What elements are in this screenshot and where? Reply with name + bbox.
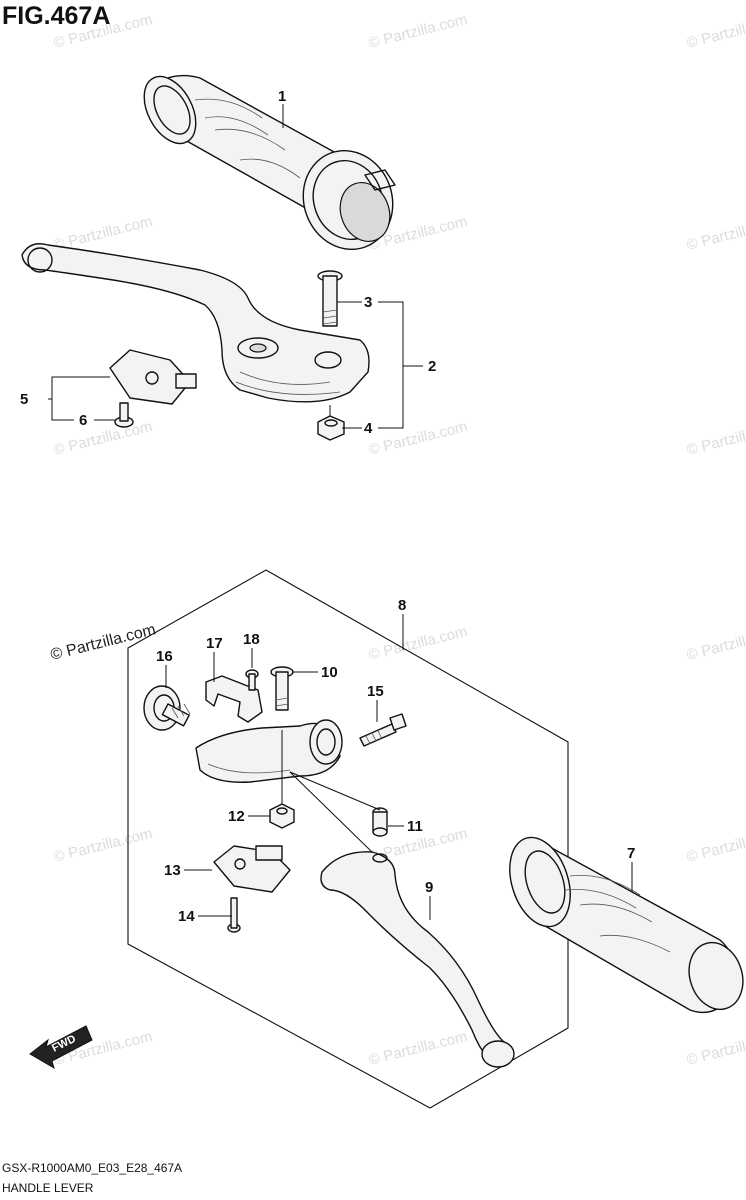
- callout-14: 14: [178, 908, 195, 925]
- callout-2: 2: [428, 358, 436, 375]
- callout-3: 3: [364, 294, 372, 311]
- callout-9: 9: [425, 879, 433, 896]
- watermark: © Partzilla.com: [367, 418, 469, 459]
- watermark: © Partzilla.com: [52, 418, 154, 459]
- watermark: © Partzilla.com: [685, 1028, 746, 1069]
- part-10-pivot-bolt: [270, 666, 294, 711]
- callout-18: 18: [243, 631, 260, 648]
- callout-8: 8: [398, 597, 406, 614]
- callout-7: 7: [627, 845, 635, 862]
- part-18-screw: [245, 669, 259, 691]
- callout-16: 16: [156, 648, 173, 665]
- callout-labels: 1 2 3 4 5 6 7 8 9 10 11 12 13 14 15 16 1…: [20, 88, 635, 925]
- watermark: © Partzilla.com: [685, 825, 746, 866]
- callout-11: 11: [407, 818, 423, 835]
- fwd-arrow-icon: FWD: [29, 1025, 93, 1070]
- upper-leaders: [48, 104, 423, 429]
- watermark: © Partzilla.com: [367, 623, 469, 664]
- footer-diagram-name: HANDLE LEVER: [2, 1181, 94, 1195]
- part-2-brake-lever: [21, 243, 370, 403]
- callout-13: 13: [164, 862, 181, 879]
- part-3-pivot-bolt: [317, 270, 343, 327]
- callout-12: 12: [228, 808, 245, 825]
- footer-diagram-code: GSX-R1000AM0_E03_E28_467A: [2, 1161, 182, 1175]
- callout-17: 17: [206, 635, 223, 652]
- part-12-nut: [269, 803, 295, 829]
- watermark: © Partzilla.com: [367, 11, 469, 52]
- callout-15: 15: [367, 683, 384, 700]
- part-4-nut: [317, 415, 345, 441]
- part-8-assembly-frame: [127, 569, 569, 1109]
- part-11-bushing: [372, 807, 388, 837]
- part-15-bolt: [359, 713, 407, 747]
- part-9-clutch-lever: [320, 851, 515, 1068]
- callout-5: 5: [20, 391, 28, 408]
- part-13-clutch-switch: [213, 845, 291, 893]
- watermark: © Partzilla.com: [685, 11, 746, 52]
- lever-holder: [195, 719, 343, 783]
- watermark: © Partzilla.com: [685, 623, 746, 664]
- callout-6: 6: [79, 412, 87, 429]
- callout-1: 1: [278, 88, 286, 105]
- part-16-adjuster: [143, 685, 191, 731]
- callout-4: 4: [364, 420, 373, 437]
- watermark-prominent: © Partzilla.com: [49, 621, 158, 664]
- watermark: © Partzilla.com: [367, 1028, 469, 1069]
- part-1-throttle-grip: [143, 74, 396, 251]
- watermark: © Partzilla.com: [52, 825, 154, 866]
- part-14-screw: [227, 897, 241, 933]
- part-5-brake-switch: [109, 349, 197, 405]
- part-6-screw: [114, 402, 134, 428]
- watermark: © Partzilla.com: [685, 418, 746, 459]
- part-17-bracket: [205, 675, 263, 723]
- lower-leaders: [165, 614, 633, 920]
- figure-title: FIG.467A: [2, 2, 110, 30]
- part-7-left-grip: [509, 836, 744, 1014]
- callout-10: 10: [321, 664, 338, 681]
- watermark: © Partzilla.com: [685, 213, 746, 254]
